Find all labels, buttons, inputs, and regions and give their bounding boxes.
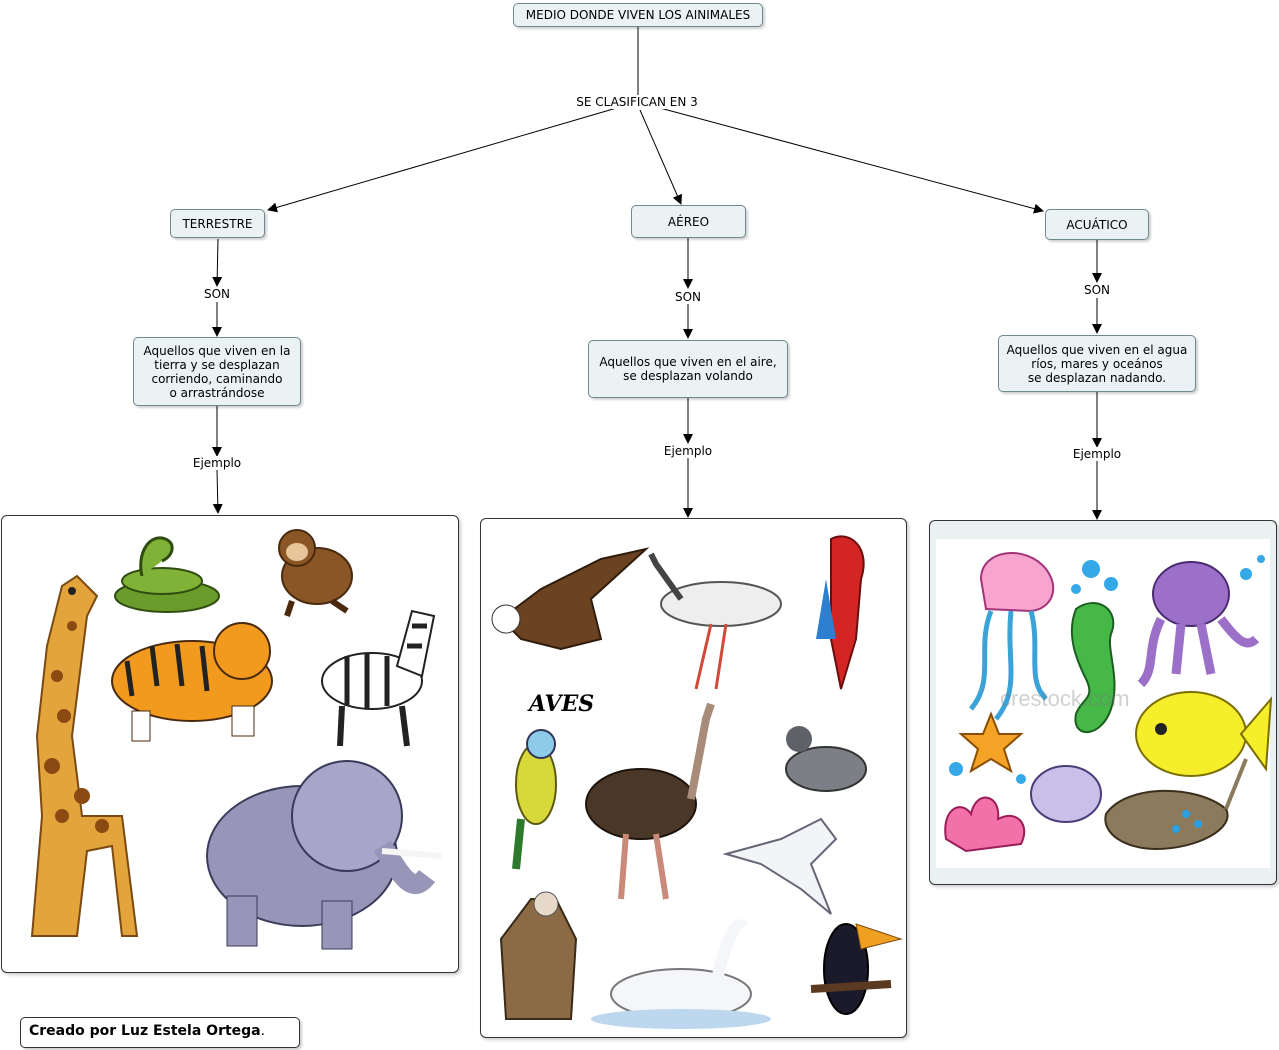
terrestre-desc-line: tierra y se desplazan [154, 357, 280, 372]
pigeon-icon [785, 726, 867, 792]
terrestre-description-node[interactable]: Aquellos que viven en la tierra y se des… [133, 337, 301, 406]
acuatico-desc-line: se desplazan nadando. [1027, 370, 1167, 385]
acuatico-node[interactable]: ACUÁTICO [1045, 209, 1149, 240]
terrestre-animals-image[interactable] [1, 515, 459, 973]
elephant-icon [206, 760, 443, 950]
aereo-desc-line: Aquellos que viven en el aire, [599, 355, 777, 369]
link-label-son-terrestre: SON [201, 287, 233, 301]
link-label-clasifican: SE CLASIFICAN EN 3 [574, 95, 700, 109]
aereo-desc-line: se desplazan volando [623, 369, 753, 383]
terrestre-desc-line: Aquellos que viven en la [143, 343, 291, 358]
aereo-description-node[interactable]: Aquellos que viven en el aire, se despla… [588, 340, 788, 398]
author-credit: Creado por Luz Estela Ortega. [20, 1017, 300, 1048]
root-node[interactable]: MEDIO DONDE VIVEN LOS AINIMALES [513, 3, 763, 27]
terrestre-node[interactable]: TERRESTRE [170, 209, 265, 238]
terrestre-desc-line: corriendo, caminando [151, 371, 283, 386]
giraffe-icon [30, 574, 139, 937]
stingray-icon [1104, 758, 1248, 851]
birds-illustration [491, 535, 903, 1029]
link-label-ejemplo-aereo: Ejemplo [661, 444, 715, 458]
bubbles-icon [949, 555, 1265, 784]
aereo-birds-image[interactable]: AVES [480, 518, 907, 1038]
parakeet-icon [512, 729, 557, 870]
sea-animals-frame [936, 539, 1273, 868]
starfish-icon [958, 711, 1024, 774]
seagull-icon [722, 817, 838, 915]
author-credit-text: Creado por Luz Estela Ortega [29, 1023, 261, 1039]
toucan-icon [810, 923, 903, 1015]
monkey-icon [278, 529, 353, 617]
stork-icon [648, 552, 782, 690]
tiger-icon [111, 622, 273, 742]
snake-icon [114, 536, 220, 613]
watermark-text: crestock.com [1000, 686, 1130, 711]
sea-animals-illustration [944, 552, 1273, 853]
link-label-ejemplo-acuatico: Ejemplo [1070, 447, 1124, 461]
land-animals-illustration [30, 529, 443, 950]
octopus-icon [1137, 561, 1260, 688]
coral-icon [944, 796, 1026, 853]
yellow-fish-icon [1135, 691, 1273, 777]
aves-label: AVES [529, 691, 595, 717]
acuatico-desc-line: Aquellos que viven en el agua [1006, 342, 1188, 357]
link-label-son-aereo: SON [672, 290, 704, 304]
aereo-node[interactable]: AÉREO [631, 205, 746, 238]
acuatico-animals-image[interactable]: crestock.com [929, 520, 1277, 885]
swan-icon [591, 919, 771, 1029]
jellyfish-icon [969, 552, 1055, 721]
vulture-icon [499, 891, 578, 1020]
acuatico-description-node[interactable]: Aquellos que viven en el agua ríos, mare… [998, 335, 1196, 392]
clam-icon [1030, 765, 1102, 823]
ostrich-icon [585, 702, 715, 900]
acuatico-desc-line: ríos, mares y oceános [1031, 356, 1163, 371]
link-label-son-acuatico: SON [1081, 283, 1113, 297]
author-credit-suffix: . [260, 1023, 266, 1039]
parrot-icon [816, 535, 865, 690]
link-label-ejemplo-terrestre: Ejemplo [190, 456, 244, 470]
terrestre-desc-line: o arrastrándose [169, 385, 265, 400]
zebra-icon [321, 609, 436, 747]
seahorse-icon [1070, 602, 1116, 734]
eagle-icon [491, 547, 650, 651]
